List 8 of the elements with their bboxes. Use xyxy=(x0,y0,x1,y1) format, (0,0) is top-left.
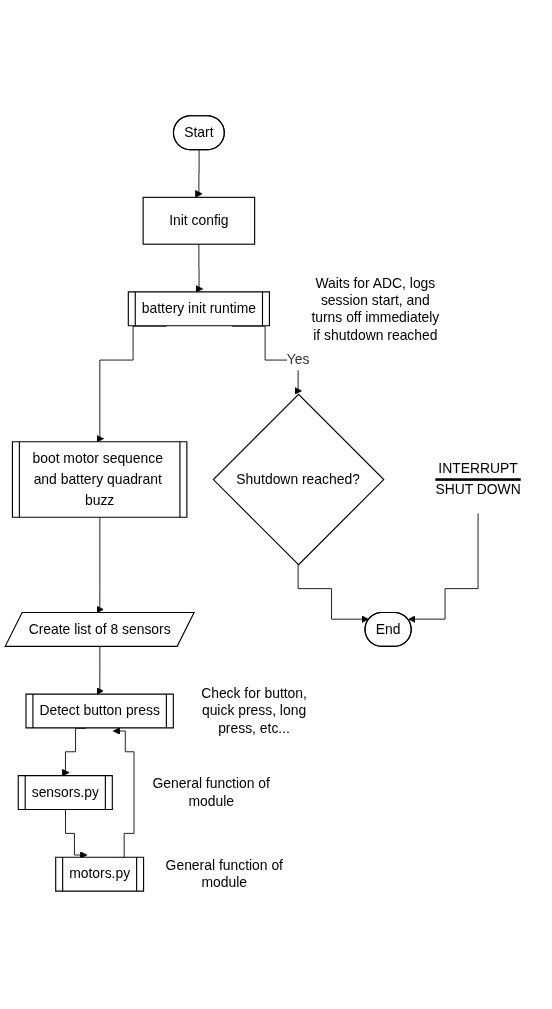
node-box: Init config xyxy=(142,196,256,245)
note-text: General function of module xyxy=(164,856,284,892)
note-text: Check for button, quick press, long press, etc... xyxy=(200,684,308,737)
note-text: General function of module xyxy=(151,775,271,810)
node-diamond: Shutdown reached? xyxy=(212,393,385,566)
node-text: INTERRUPT SHUT DOWN xyxy=(435,461,521,497)
edge-label: Yes xyxy=(286,352,310,368)
note-text: Waits for ADC, logs session start, and turns off immediately if shutdown reached xyxy=(310,274,441,344)
